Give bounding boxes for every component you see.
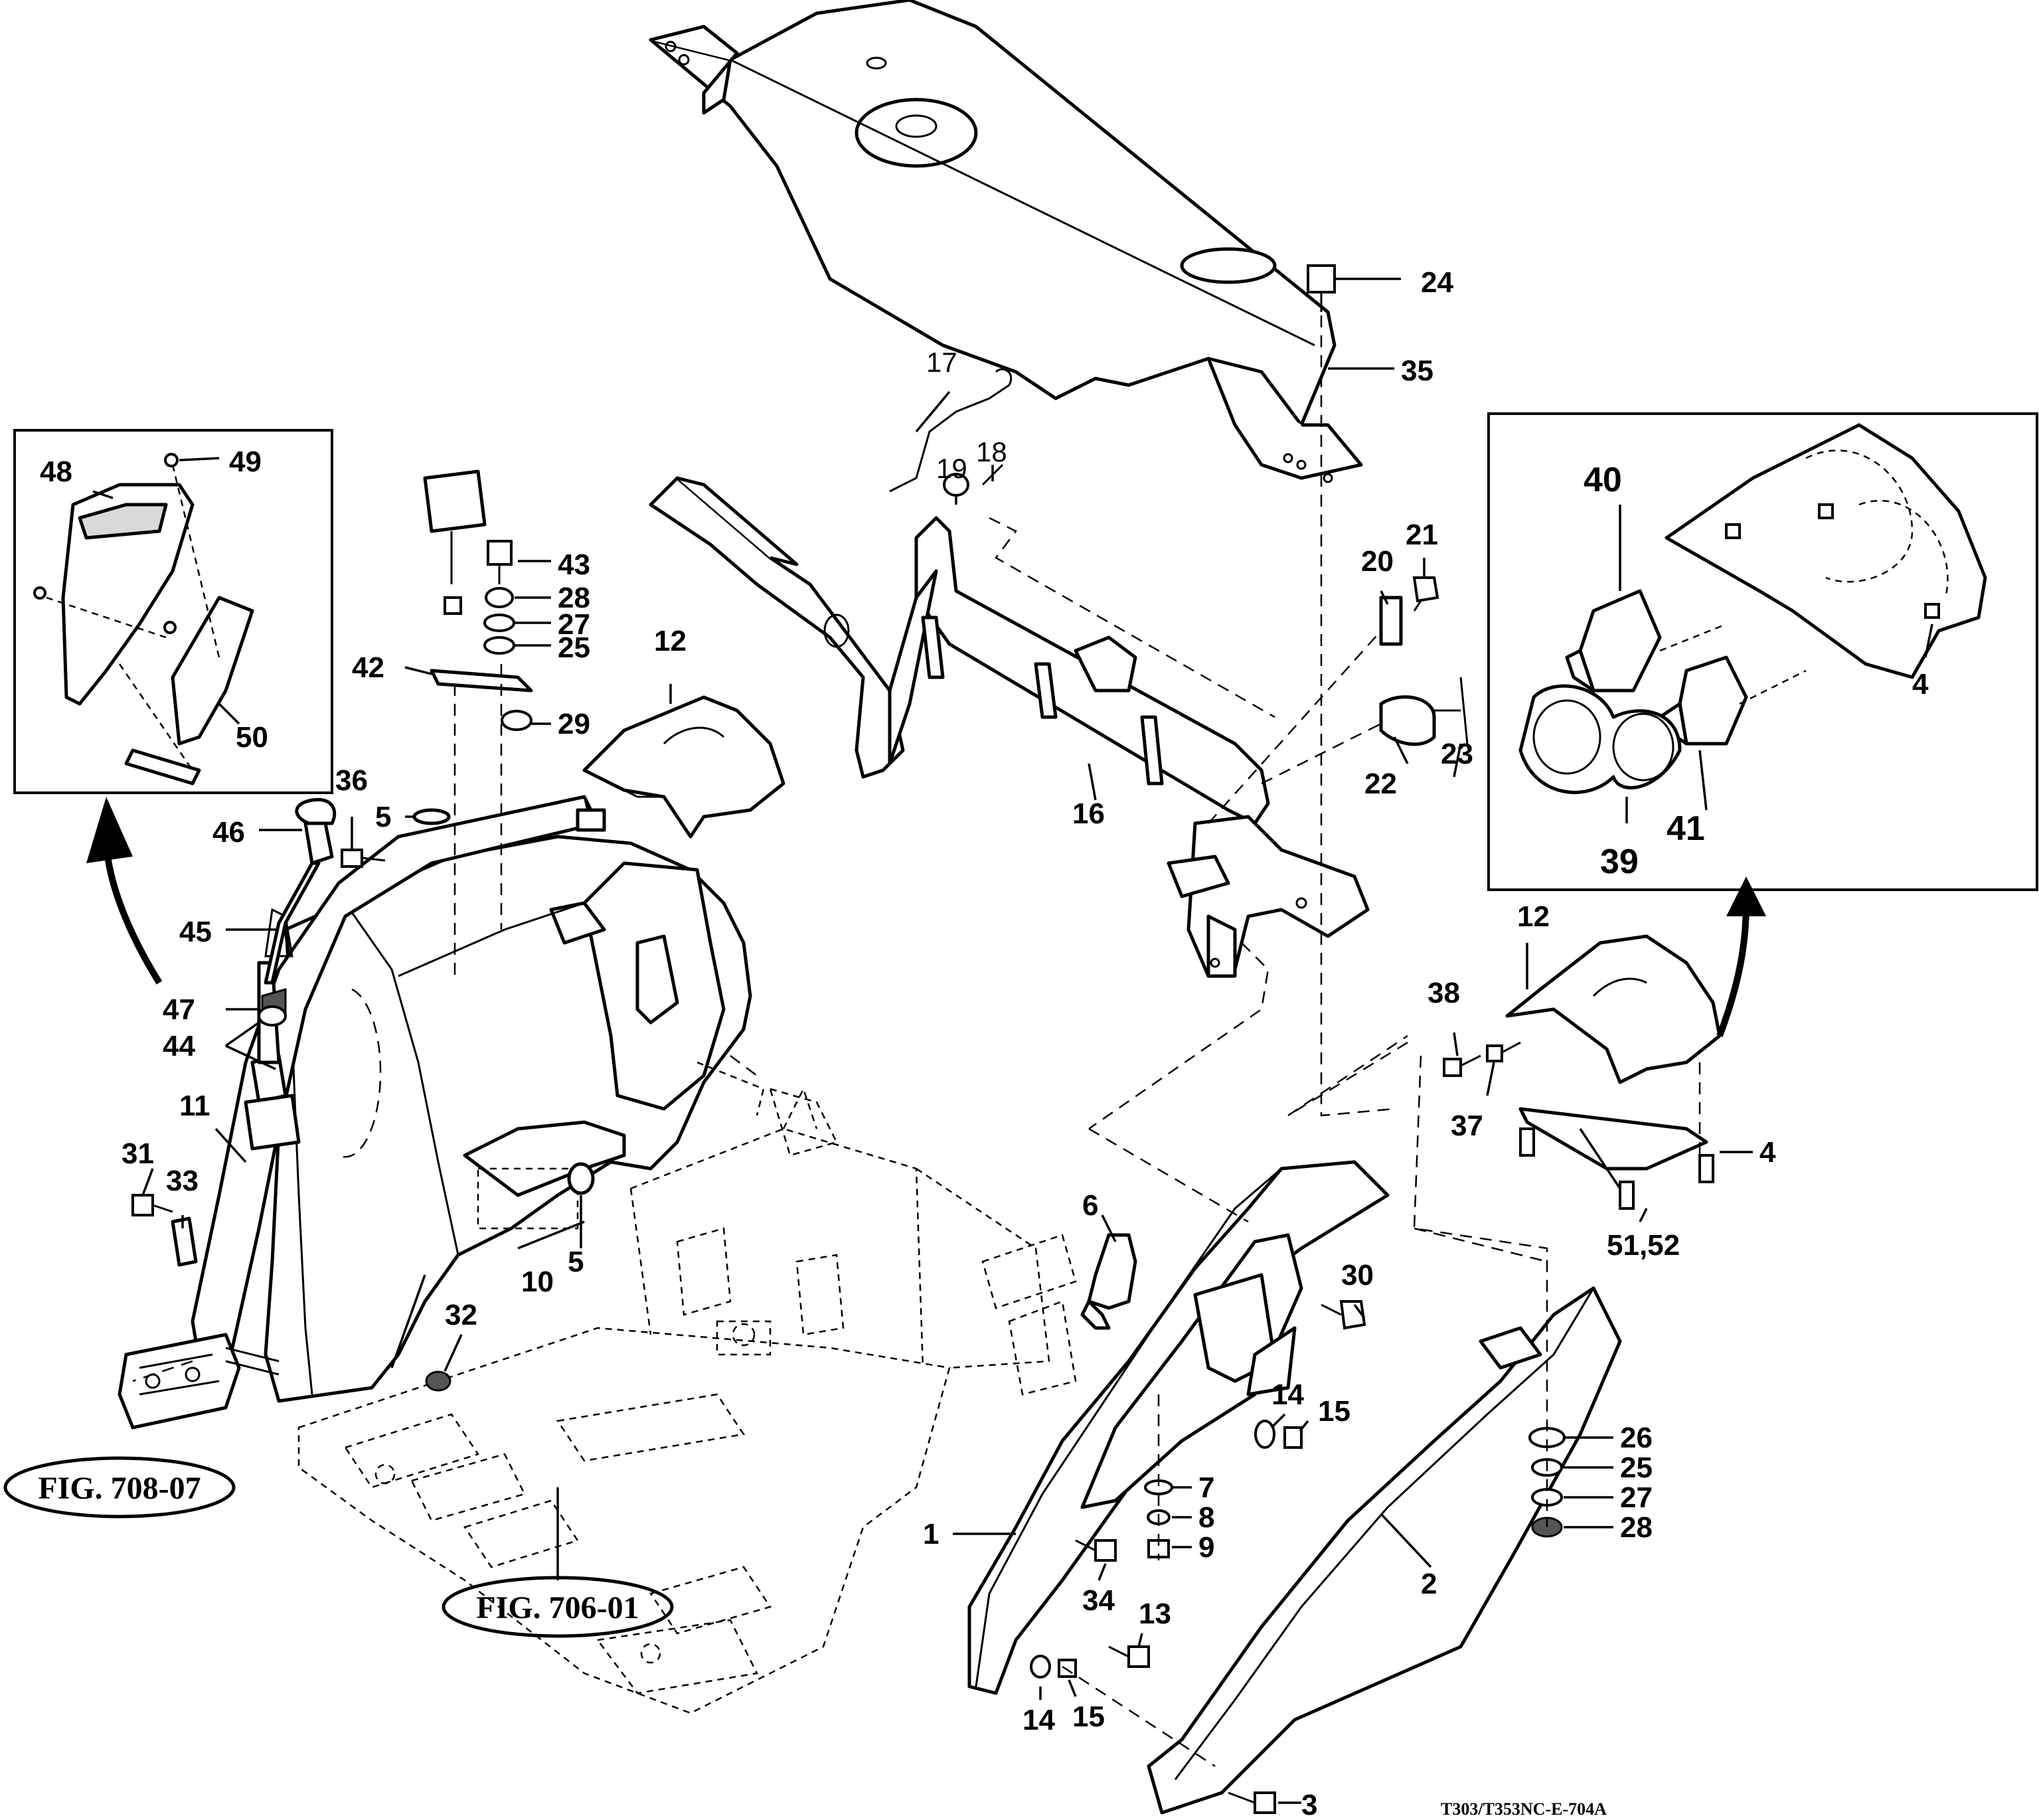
right-fender-strip <box>1147 1286 1622 1815</box>
callout-31: 31 <box>122 1137 154 1170</box>
callout-5-top: 5 <box>375 801 391 833</box>
callout-15-bottom: 15 <box>1072 1700 1105 1733</box>
lamp-cover-left <box>582 695 785 839</box>
assembly-lines <box>132 315 1701 1768</box>
callout-40: 40 <box>1584 461 1622 499</box>
callout-46: 46 <box>212 816 245 849</box>
frame-bar <box>649 476 1370 978</box>
callout-50: 50 <box>236 721 268 754</box>
fig-706-label: FIG. 706-01 <box>476 1590 639 1625</box>
callout-44: 44 <box>163 1030 195 1062</box>
hydraulic-block <box>118 1333 280 1430</box>
callout-49: 49 <box>229 446 262 478</box>
lamp-cover-right <box>1505 934 1722 1171</box>
inset-left <box>13 429 333 794</box>
curved-arrow-left <box>86 797 163 985</box>
callout-28-left: 28 <box>558 582 590 614</box>
callout-14-mid: 14 <box>1271 1378 1304 1411</box>
callout-29: 29 <box>558 708 590 740</box>
callout-17: 17 <box>926 347 957 378</box>
callout-41: 41 <box>1667 809 1705 848</box>
callout-45: 45 <box>179 916 212 948</box>
callout-labels: 24 35 17 19 18 21 20 22 23 16 12 43 28 2… <box>40 266 1929 1820</box>
callout-15-mid: 15 <box>1318 1395 1350 1428</box>
callout-12-left: 12 <box>654 625 687 657</box>
inset-right <box>1487 412 2038 891</box>
callout-35: 35 <box>1401 355 1433 387</box>
floor-frame-dashed <box>297 1086 1077 1714</box>
callout-27-right: 27 <box>1620 1481 1653 1514</box>
fig-708-reference[interactable]: FIG. 708-07 <box>3 1456 236 1519</box>
left-fender <box>967 1160 1390 1695</box>
callout-37: 37 <box>1451 1110 1483 1142</box>
callout-47: 47 <box>163 993 195 1026</box>
callout-38: 38 <box>1427 977 1460 1009</box>
callout-48: 48 <box>40 455 72 488</box>
callout-10: 10 <box>521 1266 554 1298</box>
callout-14-bottom: 14 <box>1022 1704 1055 1736</box>
figure-code: T303/T353NC-E-704A <box>1441 1799 1607 1819</box>
callout-25-right: 25 <box>1620 1451 1653 1484</box>
callout-4-inset: 4 <box>1912 668 1929 701</box>
bracket-6 <box>1080 1233 1137 1330</box>
callout-51-52: 51,52 <box>1607 1229 1680 1262</box>
callout-42: 42 <box>352 651 384 684</box>
callout-28-right: 28 <box>1620 1511 1653 1544</box>
callout-16: 16 <box>1072 797 1105 830</box>
callout-34: 34 <box>1082 1584 1115 1617</box>
callout-3: 3 <box>1301 1789 1317 1820</box>
callout-22: 22 <box>1364 768 1397 800</box>
callout-13: 13 <box>1139 1598 1171 1630</box>
fig-706-reference[interactable]: FIG. 706-01 <box>442 1576 674 1638</box>
callout-18: 18 <box>976 436 1007 467</box>
callout-1: 1 <box>923 1518 939 1550</box>
callout-24: 24 <box>1421 266 1453 299</box>
callout-8: 8 <box>1198 1501 1214 1534</box>
callout-36: 36 <box>335 764 368 797</box>
callout-9: 9 <box>1198 1531 1214 1564</box>
curved-arrow-right <box>1716 876 1766 1037</box>
callout-33: 33 <box>166 1165 199 1197</box>
callout-30: 30 <box>1341 1259 1374 1291</box>
callout-27-left: 27 <box>558 608 590 641</box>
callout-39: 39 <box>1600 843 1639 881</box>
callout-26: 26 <box>1620 1422 1653 1454</box>
big-left-fender <box>264 835 765 1403</box>
callout-2: 2 <box>1421 1568 1437 1600</box>
callout-43: 43 <box>558 548 590 581</box>
callout-12-right: 12 <box>1517 900 1550 933</box>
callout-20: 20 <box>1361 545 1394 578</box>
callout-25-left: 25 <box>558 631 590 664</box>
callout-6: 6 <box>1082 1189 1098 1222</box>
callout-11: 11 <box>179 1090 210 1122</box>
fig-708-label: FIG. 708-07 <box>38 1471 201 1506</box>
callout-7: 7 <box>1198 1471 1214 1504</box>
callout-21: 21 <box>1406 519 1438 551</box>
hardware <box>131 264 1714 1814</box>
leader-lines <box>92 278 1933 1804</box>
callout-19: 19 <box>936 453 967 484</box>
callout-5-mid: 5 <box>568 1246 584 1278</box>
callout-4-lower: 4 <box>1759 1136 1776 1169</box>
callout-23: 23 <box>1441 738 1473 770</box>
shift-lever <box>264 797 337 985</box>
callout-32: 32 <box>445 1299 477 1331</box>
top-hood-cover <box>649 0 1363 483</box>
